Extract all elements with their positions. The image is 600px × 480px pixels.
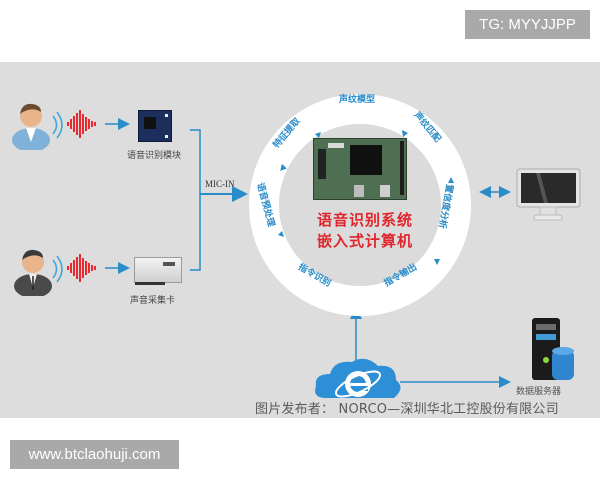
sound-card-image: [134, 257, 182, 285]
sound-waves-icon-2: [52, 255, 63, 283]
watermark-tg: TG: MYYJJPP: [465, 10, 590, 39]
person-icon-2: [14, 249, 52, 296]
internet-cloud-icon: [315, 358, 401, 398]
person-icon-1: [12, 103, 50, 150]
center-title-line1: 语音识别系统: [316, 211, 413, 229]
voice-module-label: 语音识别模块: [127, 151, 182, 161]
data-server-icon: [532, 318, 574, 380]
embedded-board-image: [313, 138, 407, 200]
audio-wave-icon-2: [67, 254, 96, 282]
ring-step-voiceprint-model: 声纹模型: [339, 95, 376, 105]
audio-wave-icon-1: [67, 110, 96, 138]
watermark-url: www.btclaohuji.com: [10, 440, 179, 469]
sound-card-label: 声音采集卡: [130, 296, 176, 306]
data-server-label: 数据服务器: [516, 387, 562, 397]
voice-recognition-module-image: [138, 110, 172, 142]
diagram-panel: 语音识别模块 声音采集卡 MIC-IN 声纹模型 声纹匹配 置信度分析 指令输出…: [0, 62, 600, 418]
sound-waves-icon-1: [52, 111, 63, 139]
image-credit: 图片发布者： NORCO—深圳华北工控股份有限公司: [255, 402, 559, 417]
mic-in-label: MIC-IN: [205, 179, 235, 189]
center-title-line2: 嵌入式计算机: [316, 232, 413, 250]
monitor-icon: [516, 168, 581, 221]
